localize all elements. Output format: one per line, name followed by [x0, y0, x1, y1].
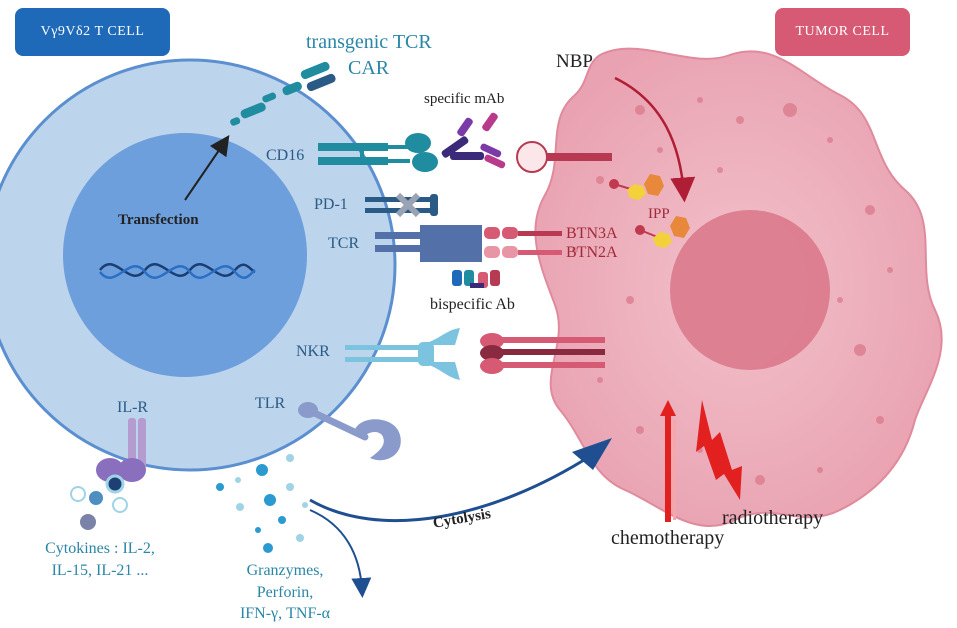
- radiotherapy-lightning-icon: [696, 400, 742, 500]
- il-r-receptor-icon: [96, 418, 146, 482]
- label-nkr: NKR: [296, 343, 330, 360]
- label-cd16: CD16: [266, 147, 305, 164]
- granzyme-particles: [216, 454, 308, 553]
- specific-mab-icon: [441, 112, 506, 169]
- label-granzymes-line2: Perforin,: [256, 584, 314, 601]
- tlr-receptor-icon: [298, 402, 401, 461]
- nbp-arrow: [614, 76, 696, 203]
- transfection-arrow: [184, 135, 230, 201]
- tumor-nucleus: [670, 210, 830, 370]
- pd1-receptor-icon: [365, 192, 438, 218]
- label-granzymes-line1: Granzymes,: [246, 562, 324, 579]
- bispecific-ab-icon: [452, 270, 500, 288]
- label-cytokines-line1: Cytokines : IL-2,: [45, 540, 155, 557]
- label-bispecific-ab: bispecific Ab: [430, 296, 515, 313]
- label-pd1: PD-1: [314, 196, 348, 213]
- label-tcr: TCR: [328, 235, 360, 252]
- cytolysis-arrowhead: [572, 438, 612, 470]
- nkr-ligand-icon: [480, 333, 605, 374]
- cytolysis-arrow: [309, 453, 593, 523]
- btn-complex-icon: [484, 227, 562, 258]
- label-btn2a: BTN2A: [566, 244, 618, 261]
- label-chemotherapy: chemotherapy: [611, 527, 725, 549]
- ipp-molecules-icon: [609, 174, 690, 248]
- cytokine-particles: [70, 474, 128, 530]
- tumor-cell-badge: TUMOR CELL: [775, 8, 910, 56]
- chemotherapy-arrow: [660, 400, 676, 522]
- label-radiotherapy: radiotherapy: [722, 507, 824, 529]
- label-tlr: TLR: [255, 395, 286, 412]
- granzyme-arrow: [309, 509, 372, 598]
- nkr-receptor-icon: [345, 328, 460, 380]
- label-cytokines-line2: IL-15, IL-21 ...: [51, 562, 149, 579]
- tcr-receptor-icon: [375, 225, 482, 262]
- label-specific-mab: specific mAb: [424, 91, 505, 107]
- label-btn3a: BTN3A: [566, 225, 618, 242]
- label-nbp: NBP: [556, 51, 593, 72]
- tumor-antigen-icon: [516, 141, 612, 173]
- label-car: CAR: [348, 57, 390, 79]
- label-transgenic-tcr: transgenic TCR: [306, 31, 432, 53]
- label-granzymes-line3: IFN-γ, TNF-α: [239, 605, 331, 622]
- label-ipp: IPP: [648, 206, 670, 222]
- t-cell-nucleus: [63, 133, 307, 377]
- dna-helix-icon: [99, 263, 256, 279]
- t-cell-badge: Vγ9Vδ2 T CELL: [15, 8, 170, 56]
- cd16-receptor-icon: [318, 133, 438, 172]
- label-transfection: Transfection: [118, 212, 199, 228]
- tumor-speckles: [572, 97, 893, 485]
- label-il-r: IL-R: [117, 399, 149, 416]
- car-construct-icon: [230, 61, 336, 126]
